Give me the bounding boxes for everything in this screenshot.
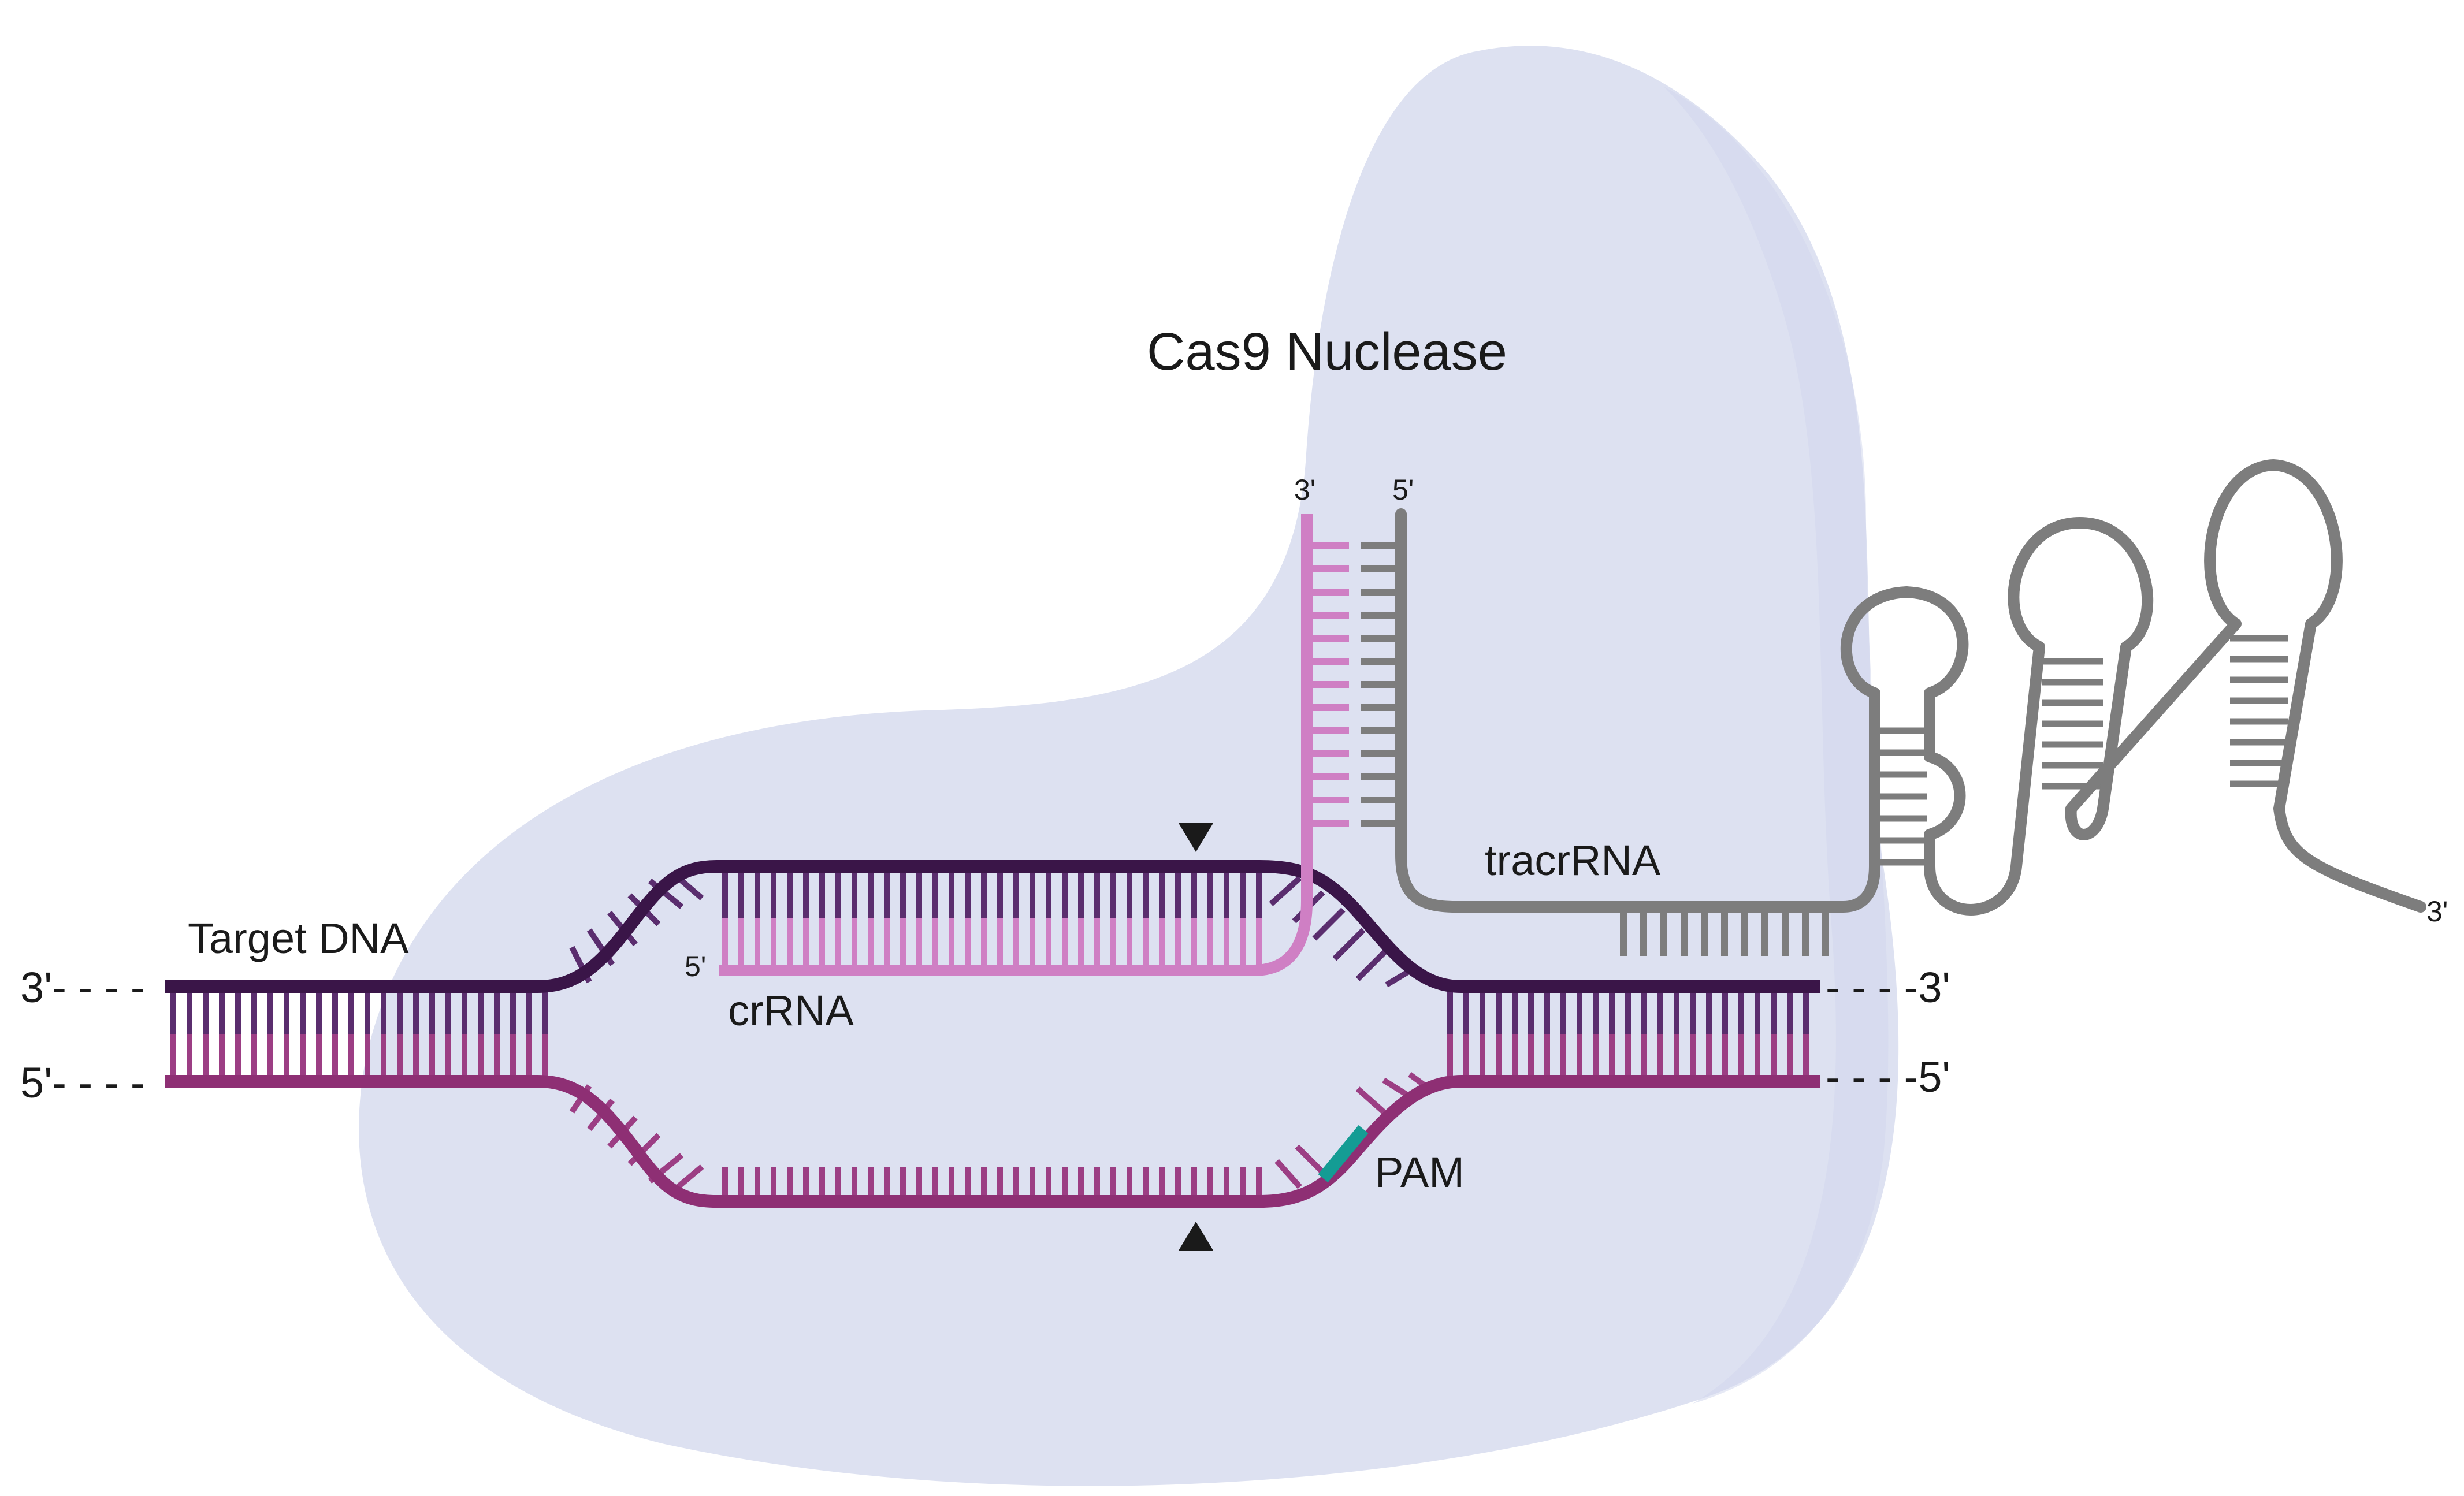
tracrrna-3prime-label: 3' <box>2426 895 2448 928</box>
pam-label: PAM <box>1375 1148 1465 1196</box>
cut-site-bottom-marker <box>1179 1222 1213 1251</box>
cas9-body <box>359 46 1899 1486</box>
crrna-3prime-label: 3' <box>1294 474 1315 506</box>
crrna-strand <box>719 514 1313 976</box>
crrna-label: crRNA <box>728 987 854 1034</box>
cut-site-top-marker <box>1179 823 1213 852</box>
bottom-shoulder-rung <box>627 1133 661 1166</box>
tracrrna-5prime-label: 5' <box>1392 474 1414 506</box>
right-bottom-end-label: - - - -5' <box>1826 1053 1950 1101</box>
cas9-title: Cas9 Nuclease <box>1147 322 1507 381</box>
crrna-5prime-label: 5' <box>685 950 706 983</box>
cas9-shade <box>1664 87 1889 1404</box>
bottom-shoulder-rung <box>1295 1144 1325 1175</box>
top-shoulder-rung <box>1312 907 1346 941</box>
left-top-end-label: 3'- - - - <box>20 963 145 1011</box>
pam-segment <box>1318 1125 1369 1182</box>
bottom-shoulder-rung <box>1355 1086 1386 1114</box>
tracrrna-strand <box>1395 459 2426 916</box>
left-bottom-end-label: 5'- - - - <box>20 1059 145 1107</box>
top-shoulder-rung <box>1355 948 1389 981</box>
tracrrna-label: tracrRNA <box>1485 836 1661 884</box>
dna-bottom-strand <box>165 1075 1820 1208</box>
target-dna-label: Target DNA <box>188 914 409 962</box>
top-shoulder-rung <box>648 879 684 909</box>
bottom-shoulder-rung <box>1382 1077 1408 1097</box>
right-top-end-label: - - - -3' <box>1826 963 1950 1011</box>
cas9-protein <box>359 46 1899 1486</box>
bottom-shoulder-rung <box>1274 1159 1302 1189</box>
top-shoulder-rung <box>1269 876 1302 906</box>
dna-top-strand <box>165 860 1820 993</box>
top-shoulder-rung <box>1332 928 1366 961</box>
base-pair-rungs <box>170 542 2288 1199</box>
